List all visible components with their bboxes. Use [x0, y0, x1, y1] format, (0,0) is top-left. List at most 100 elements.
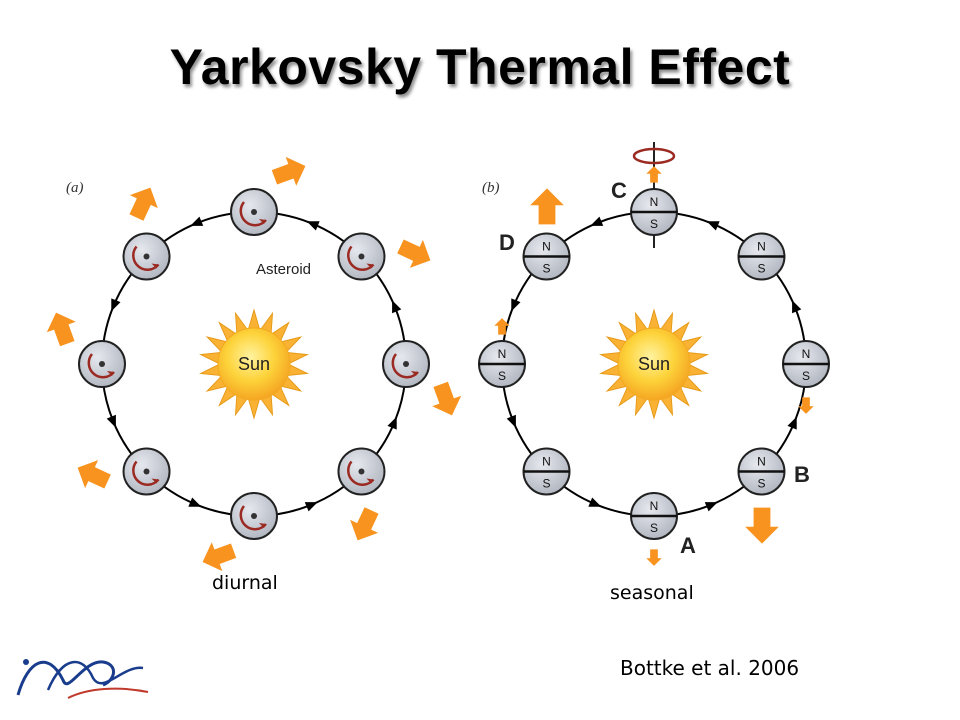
force-arrow-icon	[432, 381, 462, 416]
orbit-direction-arrow	[111, 298, 121, 312]
point-label-d: D	[499, 230, 515, 255]
orbit-direction-arrow	[304, 502, 318, 512]
asteroid: NS	[737, 232, 786, 281]
force-arrow-icon	[77, 460, 111, 489]
citation: Bottke et al. 2006	[620, 656, 800, 680]
asteroid: NS	[522, 232, 571, 281]
pole-north-label: N	[498, 347, 507, 361]
asteroid: NS	[522, 447, 571, 496]
orbit-direction-arrow	[392, 300, 402, 314]
force-arrow-icon	[271, 156, 306, 186]
panel-b-sun-label: Sun	[638, 354, 670, 374]
pole-south-label: S	[757, 476, 765, 490]
orbit-direction-arrow	[704, 502, 718, 512]
asteroid	[337, 232, 386, 281]
orbit-direction-arrow	[588, 497, 602, 507]
point-label-c: C	[611, 178, 627, 203]
pole-south-label: S	[802, 369, 810, 383]
panel-a-asteroid-label: Asteroid	[256, 261, 311, 278]
asteroid-center-dot	[358, 468, 365, 475]
orbit-direction-arrow	[306, 221, 320, 231]
logo-swoosh-2	[46, 660, 144, 691]
pole-south-label: S	[543, 262, 551, 276]
spin-arrow-icon	[239, 505, 267, 531]
force-arrow-icon	[798, 397, 814, 414]
asteroid-center-dot	[358, 253, 365, 260]
logo-swoosh-1	[16, 660, 115, 696]
spin-arrow-icon	[391, 353, 419, 379]
asteroid	[122, 232, 171, 281]
panel-a-orbit-direction-arrows	[106, 216, 402, 512]
pole-south-label: S	[650, 521, 658, 535]
panel-b-orbit-direction-arrows	[506, 216, 802, 512]
logo-dot	[23, 659, 29, 665]
orbit-direction-arrow	[188, 497, 202, 507]
sun-disc	[617, 327, 691, 401]
spin-arrow-icon	[132, 245, 160, 271]
force-arrow-icon	[745, 507, 779, 544]
point-label-b: B	[794, 462, 810, 487]
orbit-direction-arrow	[106, 414, 116, 428]
orbit-direction-arrow	[792, 300, 802, 314]
asteroid: NS	[782, 340, 830, 388]
point-label-a: A	[680, 533, 696, 558]
pole-north-label: N	[757, 454, 766, 468]
orbit-direction-arrow	[387, 416, 397, 430]
panel-a-label: (a)	[66, 180, 84, 196]
imcce-logo	[16, 659, 149, 699]
asteroid	[78, 340, 126, 388]
force-arrow-icon	[46, 312, 76, 347]
pole-south-label: S	[757, 262, 765, 276]
orbit-direction-arrow	[506, 414, 516, 428]
asteroid-center-dot	[251, 209, 257, 215]
asteroid-center-dot	[251, 513, 257, 519]
spin-arrow-icon	[347, 245, 375, 271]
panel-b-sun	[599, 308, 709, 420]
panel-a-diurnal: (a) Sun Asteroid	[46, 156, 462, 572]
pole-north-label: N	[802, 347, 811, 361]
pole-south-label: S	[498, 369, 506, 383]
force-arrow-icon	[129, 187, 158, 221]
panel-a-asteroids	[46, 156, 462, 572]
logo-red-accent	[67, 687, 149, 699]
spin-arrow-icon	[132, 460, 160, 486]
pole-north-label: N	[542, 240, 551, 254]
spin-arrow-icon	[347, 460, 375, 486]
asteroid	[337, 447, 386, 496]
caption-seasonal: seasonal	[610, 582, 694, 604]
pole-north-label: N	[542, 454, 551, 468]
pole-north-label: N	[650, 195, 659, 209]
orbit-direction-arrow	[511, 298, 521, 312]
asteroid-center-dot	[143, 253, 150, 260]
asteroid: NS	[630, 188, 678, 236]
force-arrow-icon	[350, 507, 379, 541]
orbit-direction-arrow	[190, 216, 204, 226]
asteroid	[230, 492, 278, 540]
panel-a-sun	[199, 308, 309, 420]
asteroid: NS	[478, 340, 526, 388]
slide-title: Yarkovsky Thermal Effect	[169, 39, 791, 95]
spin-arrow-icon	[239, 201, 267, 227]
force-arrow-icon	[397, 239, 431, 268]
orbit-direction-arrow	[590, 216, 604, 226]
asteroid-center-dot	[99, 361, 105, 367]
orbit-direction-arrow	[706, 221, 720, 231]
panel-a-sun-label: Sun	[238, 354, 270, 374]
panel-b-spin-direction-icon	[632, 147, 676, 165]
asteroid	[122, 447, 171, 496]
panel-b-label: (b)	[482, 180, 500, 196]
pole-north-label: N	[757, 240, 766, 254]
orbit-direction-arrow	[787, 416, 797, 430]
asteroid: NS	[737, 447, 786, 496]
pole-north-label: N	[650, 499, 659, 513]
force-arrow-icon	[646, 166, 662, 183]
pole-south-label: S	[650, 217, 658, 231]
force-arrow-icon	[202, 542, 237, 572]
asteroid	[382, 340, 430, 388]
asteroid	[230, 188, 278, 236]
spin-arrow-icon	[87, 353, 115, 379]
caption-diurnal: diurnal	[212, 572, 278, 594]
asteroid-center-dot	[403, 361, 409, 367]
